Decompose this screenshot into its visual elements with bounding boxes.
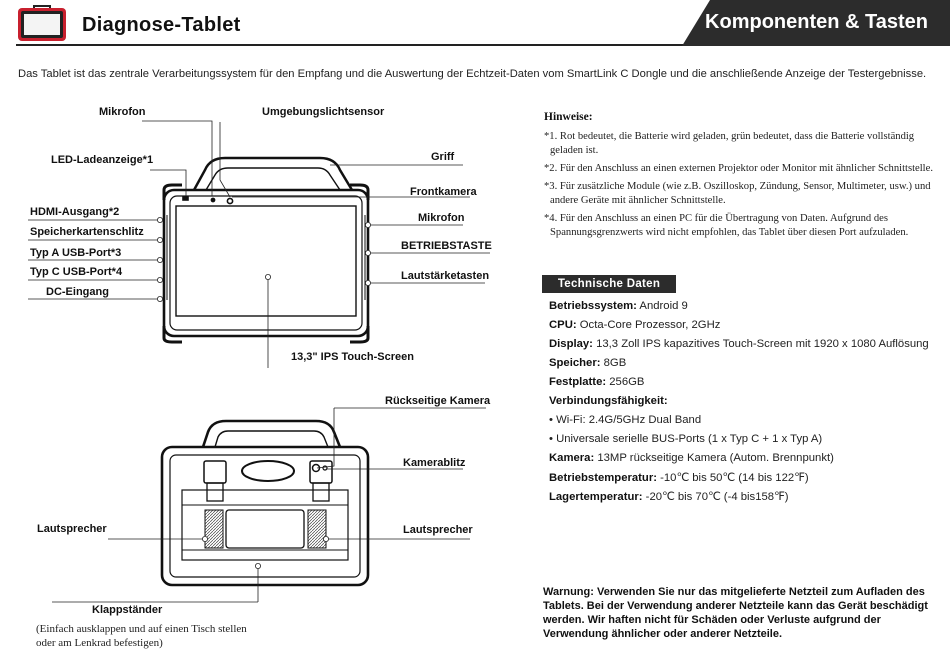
spec-label: Betriebssystem: bbox=[549, 300, 637, 312]
label-klappstaender: Klappständer bbox=[92, 604, 163, 616]
klappstaender-note-line-2: oder am Lenkrad befestigen) bbox=[36, 636, 163, 649]
notes-title: Hinweise: bbox=[544, 111, 593, 123]
spec-row: Speicher: 8GB bbox=[549, 357, 626, 369]
label-frontkamera: Frontkamera bbox=[410, 186, 477, 198]
label-lautsprecher-left: Lautsprecher bbox=[37, 523, 107, 535]
spec-row: • Universale serielle BUS-Ports (1 x Typ… bbox=[549, 433, 822, 445]
label-griff: Griff bbox=[431, 151, 455, 163]
spec-row: Verbindungsfähigkeit: bbox=[549, 395, 668, 407]
front-view bbox=[162, 156, 370, 344]
klappstaender-note: (Einfach ausklappen und auf einen Tisch … bbox=[36, 623, 247, 650]
spec-label: Festplatte: bbox=[549, 376, 607, 388]
spec-value: 13,3 Zoll IPS kapazitives Touch-Screen m… bbox=[592, 338, 929, 350]
note-number: *4. bbox=[544, 213, 558, 224]
label-lautstaerketasten: Lautstärketasten bbox=[401, 270, 490, 282]
note-text: Für den Anschluss an einen PC für die Üb… bbox=[559, 213, 888, 224]
label-speicherkarte: Speicherkartenschlitz bbox=[30, 226, 144, 238]
label-dc-eingang: DC-Eingang bbox=[46, 286, 109, 298]
spec-row: Betriebssystem: Android 9 bbox=[549, 300, 688, 312]
note-continuation: Spannungsgrenzwerts wird nicht empfohlen… bbox=[550, 226, 909, 238]
spec-label: Verbindungsfähigkeit: bbox=[549, 395, 668, 407]
warning-text: Warnung: Verwenden Sie nur das mitgelief… bbox=[543, 586, 928, 640]
spec-label: CPU: bbox=[549, 319, 577, 331]
spec-label: Betriebstemperatur: bbox=[549, 472, 657, 484]
spec-value: -10℃ bis 50℃ (14 bis 122℉) bbox=[656, 472, 809, 484]
label-rueckseitige-kamera: Rückseitige Kamera bbox=[385, 395, 491, 407]
spec-value: 13MP rückseitige Kamera (Autom. Brennpun… bbox=[594, 452, 834, 464]
note-item: *2. Für den Anschluss an einen externen … bbox=[544, 162, 944, 176]
note-number: *1. bbox=[544, 131, 558, 142]
note-number: *2. bbox=[544, 163, 558, 174]
label-usb-a: Typ A USB-Port*3 bbox=[30, 247, 122, 259]
klappstaender-note-line-1: (Einfach ausklappen und auf einen Tisch … bbox=[36, 623, 247, 635]
label-mikrofon-top: Mikrofon bbox=[99, 106, 146, 118]
spec-value: Octa-Core Prozessor, 2GHz bbox=[576, 319, 721, 331]
label-mikrofon-right: Mikrofon bbox=[418, 212, 465, 224]
label-kamerablitz: Kamerablitz bbox=[403, 457, 466, 469]
back-view bbox=[160, 419, 370, 587]
tablet-icon bbox=[18, 5, 66, 41]
note-continuation: geladen ist. bbox=[550, 144, 599, 156]
spec-value: 8GB bbox=[600, 357, 627, 369]
label-betriebstaste: BETRIEBSTASTE bbox=[401, 240, 492, 252]
spec-row: Kamera: 13MP rückseitige Kamera (Autom. … bbox=[549, 452, 834, 464]
section-title: Komponenten & Tasten bbox=[705, 11, 928, 33]
note-item: *1. Rot bedeutet, die Batterie wird gela… bbox=[544, 130, 944, 157]
note-text: Für den Anschluss an einen externen Proj… bbox=[559, 163, 933, 174]
spec-value: -20℃ bis 70℃ (-4 bis158℉) bbox=[642, 491, 789, 503]
header-divider bbox=[16, 44, 950, 46]
label-lautsprecher-right: Lautsprecher bbox=[403, 524, 473, 536]
spec-label: Display: bbox=[549, 338, 593, 350]
specs-title: Technische Daten bbox=[542, 275, 676, 293]
spec-row: • Wi-Fi: 2.4G/5GHz Dual Band bbox=[549, 414, 701, 426]
label-led-ladeanzeige: LED-Ladeanzeige*1 bbox=[51, 154, 154, 166]
spec-row: Lagertemperatur: -20℃ bis 70℃ (-4 bis158… bbox=[549, 490, 789, 503]
spec-value: • Universale serielle BUS-Ports (1 x Typ… bbox=[549, 433, 823, 445]
note-number: *3. bbox=[544, 181, 558, 192]
spec-value: 256GB bbox=[606, 376, 645, 388]
spec-row: Display: 13,3 Zoll IPS kapazitives Touch… bbox=[549, 338, 929, 350]
section-band bbox=[682, 0, 950, 46]
spec-row: Festplatte: 256GB bbox=[549, 376, 644, 388]
note-item: *4. Für den Anschluss an einen PC für di… bbox=[544, 212, 944, 239]
spec-label: Speicher: bbox=[549, 357, 601, 369]
intro-text: Das Tablet ist das zentrale Verarbeitung… bbox=[18, 68, 927, 80]
spec-value: Android 9 bbox=[636, 300, 688, 312]
spec-value: • Wi-Fi: 2.4G/5GHz Dual Band bbox=[549, 414, 702, 426]
spec-label: Lagertemperatur: bbox=[549, 491, 643, 503]
note-text: Für zusätzliche Module (wie z.B. Oszillo… bbox=[559, 181, 931, 192]
note-item: *3. Für zusätzliche Module (wie z.B. Osz… bbox=[544, 180, 944, 207]
spec-label: Kamera: bbox=[549, 452, 595, 464]
note-continuation: andere Geräte mit ähnlicher Schnittstell… bbox=[550, 194, 726, 206]
note-text: Rot bedeutet, die Batterie wird geladen,… bbox=[559, 131, 915, 142]
page-title: Diagnose-Tablet bbox=[82, 14, 241, 36]
label-touchscreen: 13,3" IPS Touch-Screen bbox=[291, 351, 414, 363]
label-usb-c: Typ C USB-Port*4 bbox=[30, 266, 123, 278]
spec-row: Betriebstemperatur: -10℃ bis 50℃ (14 bis… bbox=[549, 471, 809, 484]
spec-row: CPU: Octa-Core Prozessor, 2GHz bbox=[549, 319, 720, 331]
label-umgebungslichtsensor: Umgebungslichtsensor bbox=[262, 106, 385, 118]
label-hdmi: HDMI-Ausgang*2 bbox=[30, 206, 120, 218]
